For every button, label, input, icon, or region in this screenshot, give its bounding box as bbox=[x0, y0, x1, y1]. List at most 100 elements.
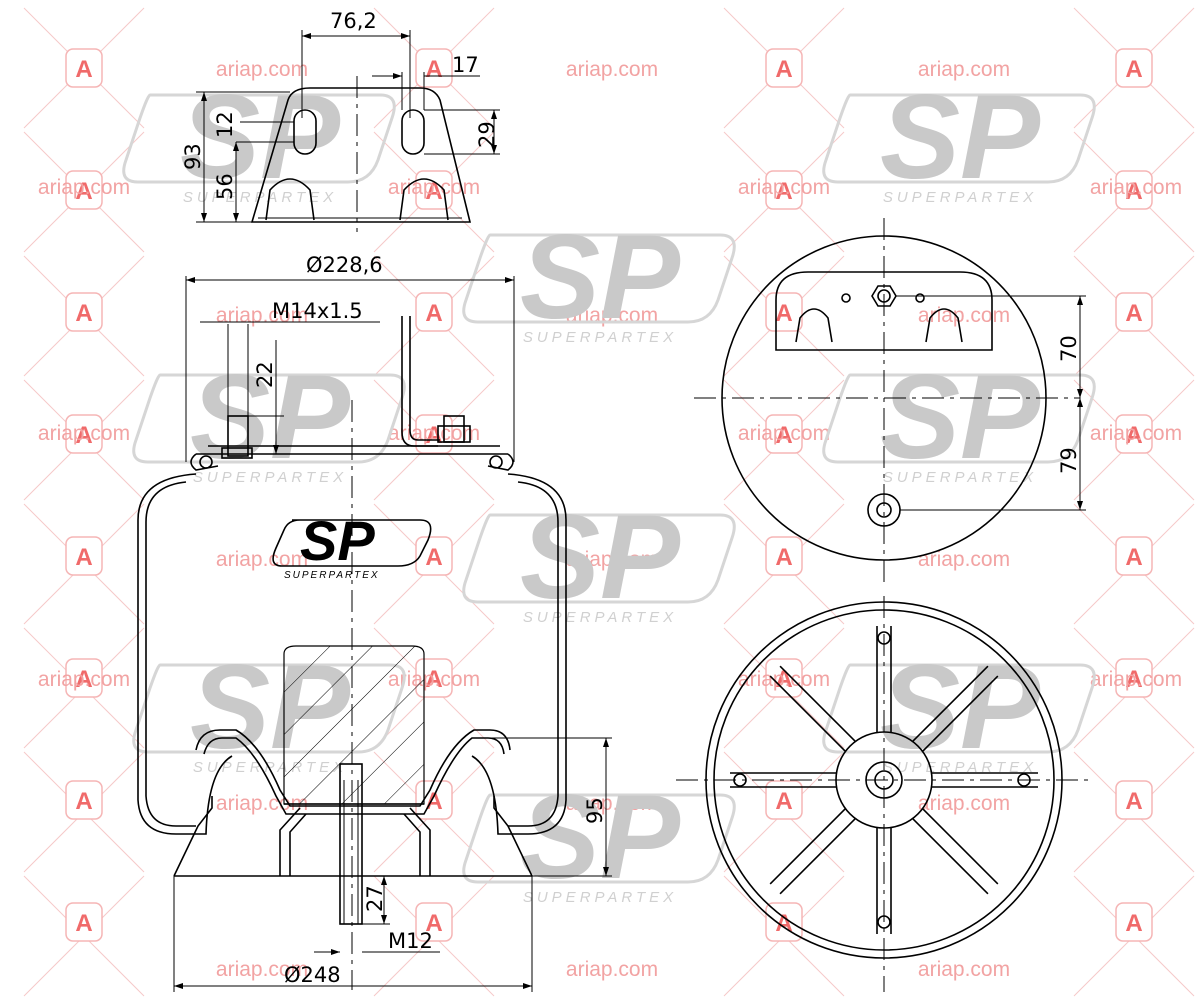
watermark-badge: A bbox=[1115, 780, 1153, 820]
wheel-spokes bbox=[730, 626, 1038, 934]
svg-text:A: A bbox=[1125, 666, 1142, 693]
svg-text:SP: SP bbox=[520, 210, 681, 344]
watermark-site: ariap.com bbox=[388, 422, 480, 445]
svg-text:A: A bbox=[75, 666, 92, 693]
dim-stud-length: 22 bbox=[253, 361, 277, 388]
watermark-site: ariap.com bbox=[738, 176, 830, 199]
watermark-site: ariap.com bbox=[1090, 668, 1182, 691]
dim-bolt-length: 27 bbox=[363, 885, 387, 912]
watermark-site: ariap.com bbox=[918, 548, 1010, 571]
svg-text:A: A bbox=[1125, 910, 1142, 937]
watermark-site: ariap.com bbox=[738, 668, 830, 691]
watermark-badge: A bbox=[765, 292, 803, 332]
watermark-badge: A bbox=[415, 536, 453, 576]
watermark-site: ariap.com bbox=[566, 792, 658, 815]
watermark-site: ariap.com bbox=[918, 58, 1010, 81]
svg-text:SP: SP bbox=[880, 70, 1041, 204]
dim-bracket-height: 93 bbox=[181, 143, 205, 170]
watermark-site: ariap.com bbox=[566, 548, 658, 571]
bottom-plan-view bbox=[676, 596, 1092, 992]
svg-text:SUPERPARTEX: SUPERPARTEX bbox=[183, 189, 337, 206]
svg-text:A: A bbox=[75, 788, 92, 815]
svg-text:SUPERPARTEX: SUPERPARTEX bbox=[523, 329, 677, 346]
dim-top-offset-2: 79 bbox=[1057, 447, 1081, 474]
dim-bracket-base: 56 bbox=[213, 173, 237, 200]
spoke-edge bbox=[769, 675, 846, 752]
watermark-site: ariap.com bbox=[38, 422, 130, 445]
dim-bracket-slot-height: 29 bbox=[475, 121, 499, 148]
watermark-site: ariap.com bbox=[216, 958, 308, 981]
sp-logo-brand-sub: SUPERPARTEX bbox=[284, 570, 380, 581]
svg-text:A: A bbox=[425, 56, 442, 83]
watermark-badge: A bbox=[415, 48, 453, 88]
dim-stud-thread: M14x1.5 bbox=[272, 299, 363, 323]
svg-text:A: A bbox=[775, 544, 792, 571]
sp-logo: SP SUPERPARTEX bbox=[272, 509, 432, 581]
svg-text:A: A bbox=[1125, 178, 1142, 205]
svg-text:SP: SP bbox=[880, 350, 1041, 484]
sp-logo-brand: SP bbox=[300, 509, 375, 572]
svg-text:A: A bbox=[425, 544, 442, 571]
svg-text:A: A bbox=[75, 544, 92, 571]
watermark-badge: A bbox=[415, 658, 453, 698]
svg-text:A: A bbox=[425, 910, 442, 937]
svg-text:A: A bbox=[775, 178, 792, 205]
svg-text:SP: SP bbox=[520, 490, 681, 624]
svg-text:SP: SP bbox=[520, 770, 681, 904]
watermark-site: ariap.com bbox=[1090, 176, 1182, 199]
watermark-badge: A bbox=[1115, 48, 1153, 88]
watermark-site: ariap.com bbox=[566, 958, 658, 981]
watermark-badge: A bbox=[1115, 292, 1153, 332]
watermark-badge: A bbox=[65, 414, 103, 454]
watermark-site: ariap.com bbox=[918, 792, 1010, 815]
spoke-edge bbox=[779, 665, 856, 742]
watermark-badge: A bbox=[765, 536, 803, 576]
section-view: SP SUPERPARTEX Ø228,6 M14x1.5 22 95 27 M… bbox=[137, 253, 612, 992]
watermark-site: ariap.com bbox=[738, 422, 830, 445]
spoke-edge bbox=[912, 665, 989, 742]
watermark-badge: A bbox=[65, 170, 103, 210]
spoke-edge bbox=[922, 808, 999, 885]
watermark-badge: A bbox=[765, 780, 803, 820]
svg-text:A: A bbox=[425, 666, 442, 693]
watermark-badge: A bbox=[65, 780, 103, 820]
watermark-badge: A bbox=[65, 902, 103, 942]
svg-text:A: A bbox=[75, 300, 92, 327]
watermark-site: ariap.com bbox=[38, 668, 130, 691]
watermark-badge: A bbox=[1115, 902, 1153, 942]
watermark-site: ariap.com bbox=[566, 58, 658, 81]
watermark-site: ariap.com bbox=[216, 304, 308, 327]
svg-text:A: A bbox=[75, 910, 92, 937]
watermark-badge: A bbox=[1115, 414, 1153, 454]
svg-text:A: A bbox=[775, 422, 792, 449]
watermark-badge: A bbox=[415, 170, 453, 210]
svg-text:SUPERPARTEX: SUPERPARTEX bbox=[883, 759, 1037, 776]
svg-text:SUPERPARTEX: SUPERPARTEX bbox=[883, 469, 1037, 486]
top-plan-view: 70 79 bbox=[694, 218, 1086, 582]
svg-text:A: A bbox=[1125, 544, 1142, 571]
svg-text:SP: SP bbox=[880, 640, 1041, 774]
svg-text:A: A bbox=[75, 56, 92, 83]
spoke-edge bbox=[922, 675, 999, 752]
svg-text:A: A bbox=[75, 422, 92, 449]
watermark-badge: A bbox=[415, 292, 453, 332]
svg-text:A: A bbox=[1125, 56, 1142, 83]
watermark-badge: A bbox=[765, 48, 803, 88]
dim-bottom-diameter: Ø248 bbox=[284, 963, 341, 987]
watermark-badge: A bbox=[65, 292, 103, 332]
watermark-badge: A bbox=[765, 170, 803, 210]
watermark-site: ariap.com bbox=[38, 176, 130, 199]
watermark-site: ariap.com bbox=[1090, 422, 1182, 445]
svg-text:A: A bbox=[775, 788, 792, 815]
svg-text:SUPERPARTEX: SUPERPARTEX bbox=[523, 889, 677, 906]
svg-text:A: A bbox=[75, 178, 92, 205]
svg-text:A: A bbox=[425, 788, 442, 815]
watermark-site: ariap.com bbox=[216, 548, 308, 571]
spoke-edge bbox=[769, 808, 846, 885]
watermark-badge: A bbox=[1115, 658, 1153, 698]
svg-text:SUPERPARTEX: SUPERPARTEX bbox=[883, 189, 1037, 206]
